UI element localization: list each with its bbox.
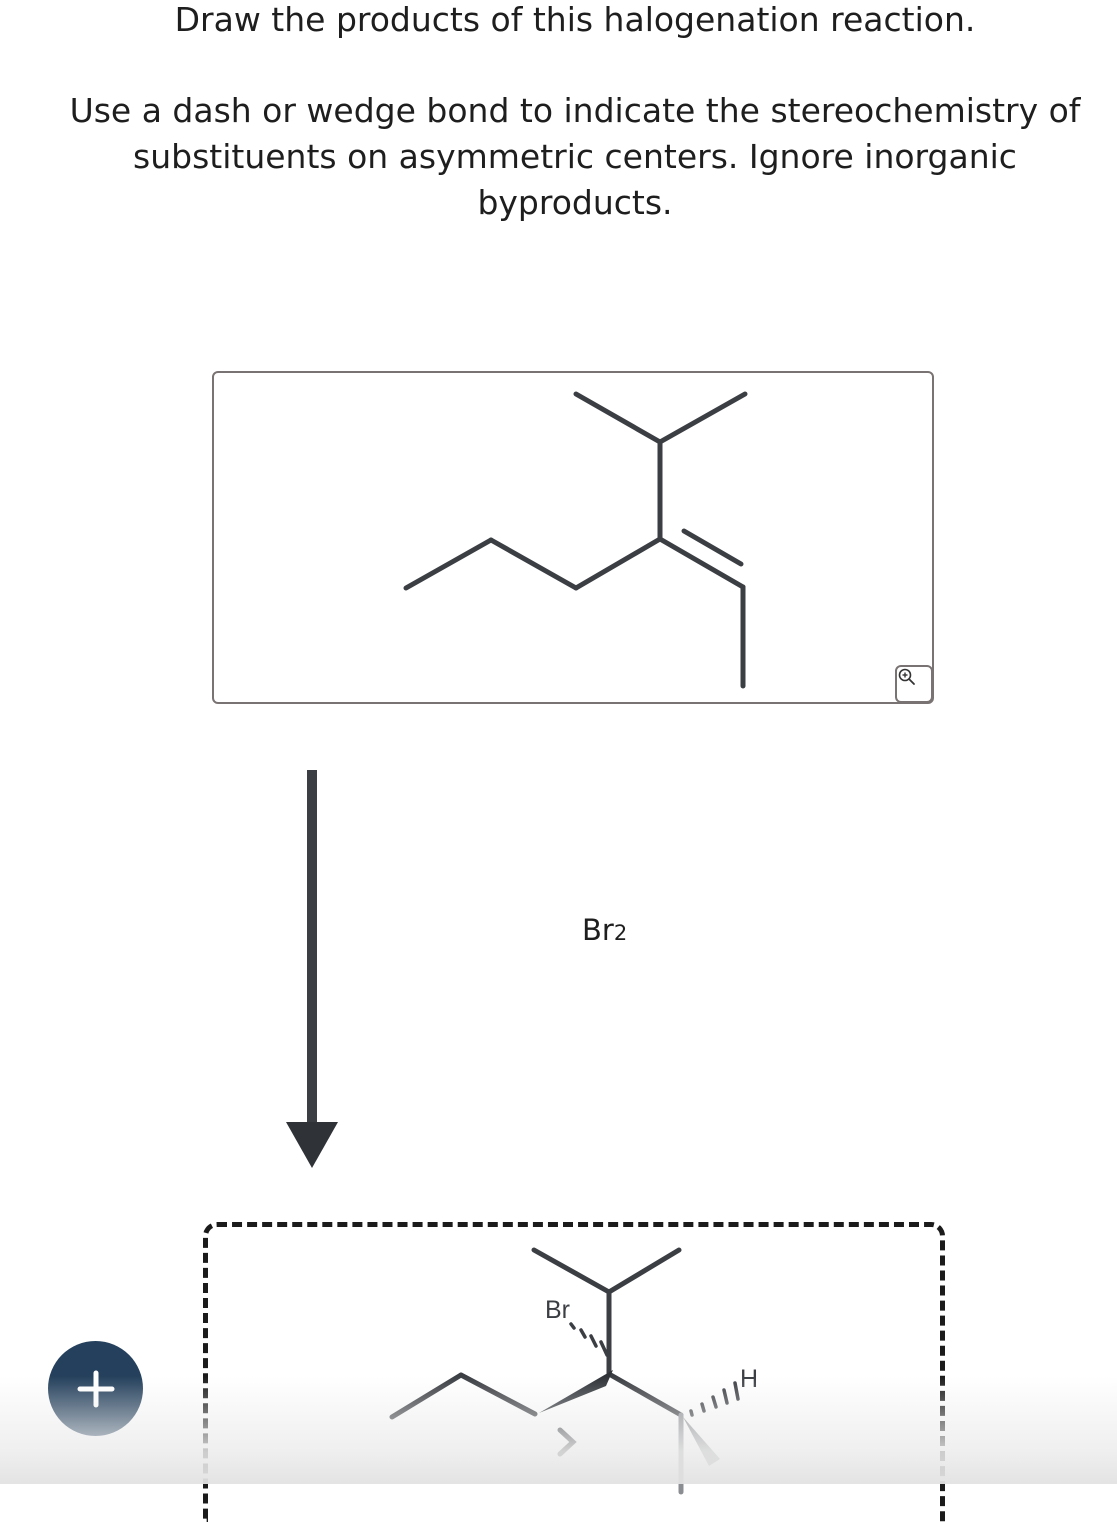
plus-icon [77, 1370, 114, 1407]
zoom-button[interactable] [895, 665, 933, 703]
product-br-label: Br [545, 1296, 570, 1324]
reagent-subscript: 2 [613, 921, 628, 945]
product-h-label: H [740, 1365, 758, 1393]
reagent-label: Br2 [582, 910, 627, 953]
answer-drawing-area[interactable]: Br H [203, 1222, 945, 1522]
reactant-molecule [403, 391, 748, 689]
question-instructions: Use a dash or wedge bond to indicate the… [69, 91, 1081, 222]
reactant-structure-panel [212, 371, 934, 704]
add-structure-button[interactable] [48, 1341, 143, 1436]
reaction-arrow-icon [286, 770, 338, 1168]
reagent-main: Br [582, 913, 614, 947]
product-molecule: Br H [389, 1247, 758, 1495]
zoom-in-icon [898, 668, 915, 685]
question-title: Draw the products of this halogenation r… [174, 0, 976, 39]
